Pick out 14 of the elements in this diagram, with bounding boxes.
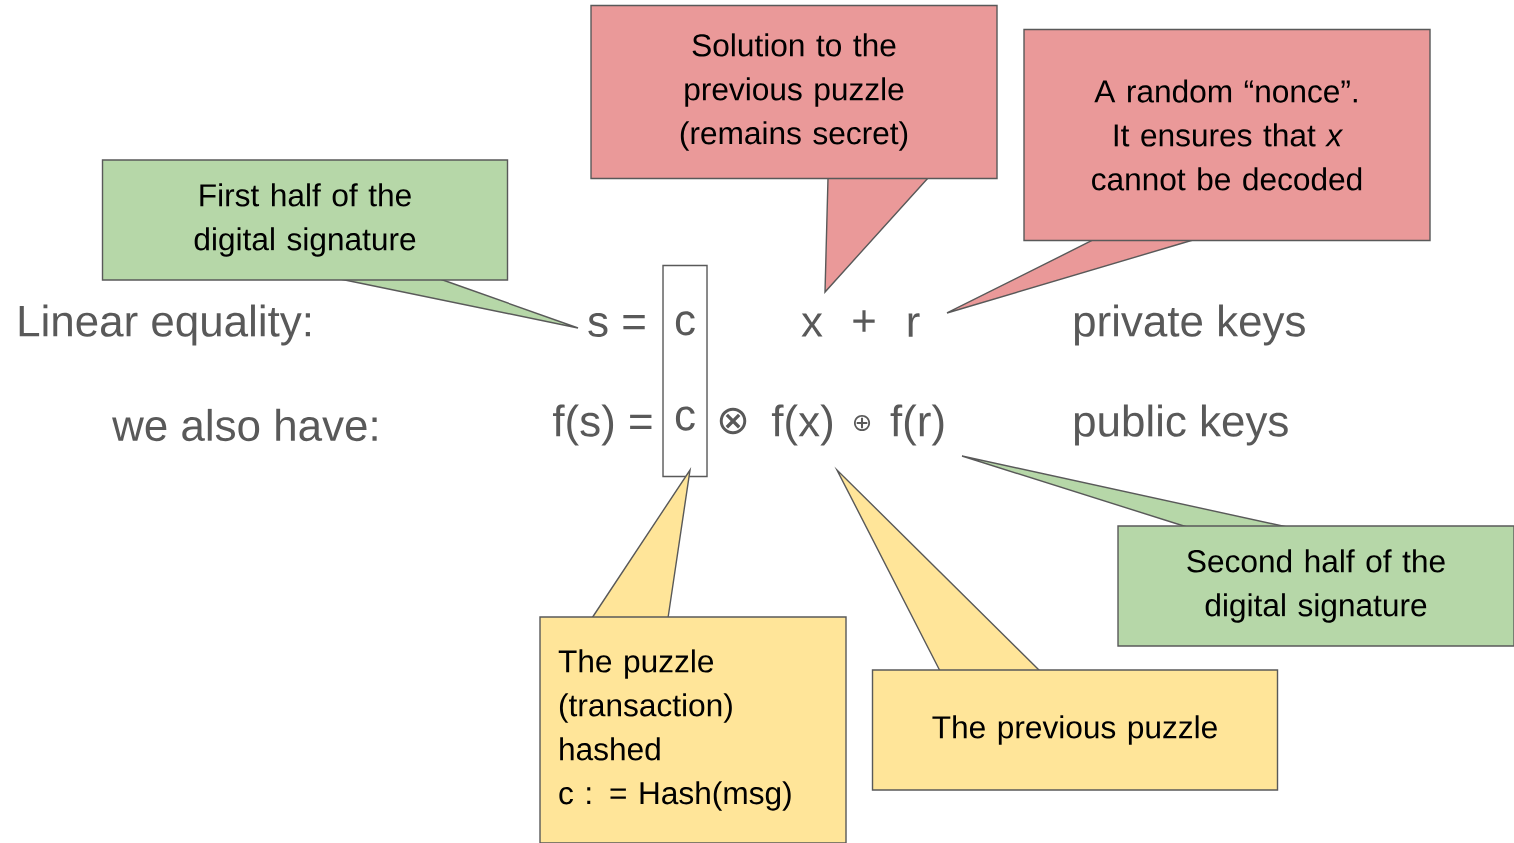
speech-bubble: Solution to the previous puzzle (remains secret) [590,4,998,294]
row-label: we also have: [112,408,377,442]
operator-symbol: ⊗ [719,407,747,435]
equation-term: f(r) [890,404,944,446]
speech-bubble: The puzzle (transaction) hashed c : = Hash(msg) [539,466,847,843]
equation-term: s = [588,313,645,337]
speech-bubble: Second half of the digital signature [961,455,1514,647]
operator-symbol: + [853,310,875,332]
row-label: public keys [1074,404,1288,446]
equation-term: r [908,313,920,337]
operator-symbol: ⊕ [853,414,871,432]
equation-term: f(x) [771,404,832,446]
highlight-box: c c [662,264,708,478]
equation-term: x [801,313,823,337]
